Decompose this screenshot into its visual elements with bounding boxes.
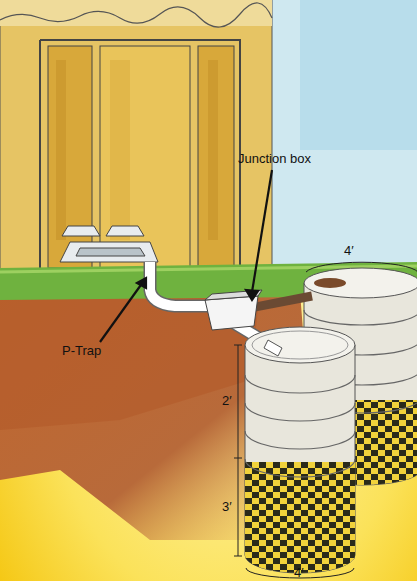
dimension-label: 3′ [222, 500, 232, 514]
callout-label: P-Trap [62, 344, 101, 358]
dimension-label: 2′ [222, 394, 232, 408]
callout-label: Junction box [238, 152, 311, 166]
dimension-label: 4′ [294, 566, 304, 580]
dimension-label: 4′ [344, 244, 354, 258]
